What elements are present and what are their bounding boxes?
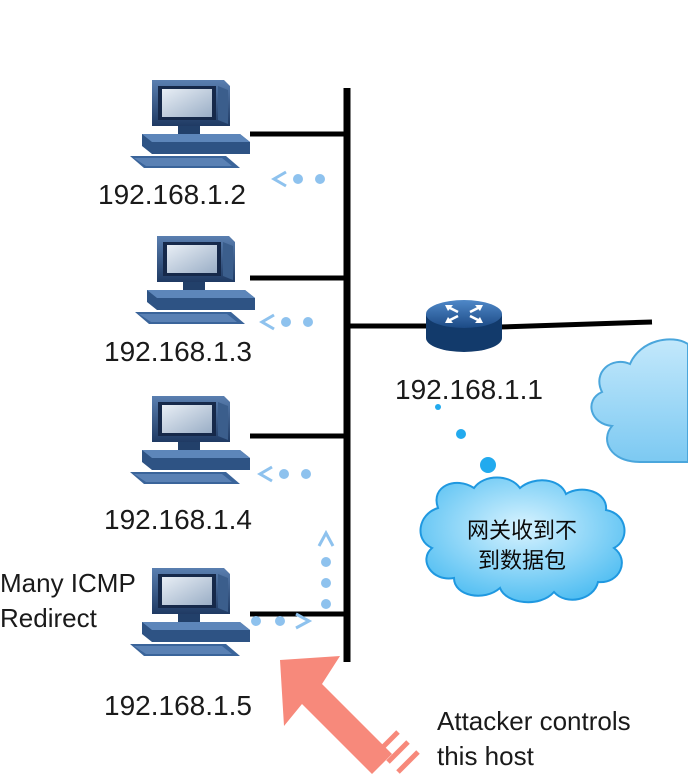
internet-link	[499, 319, 653, 330]
redirect-arrow-host-1	[272, 170, 327, 188]
router-icon	[426, 300, 502, 352]
computer-icon	[130, 396, 250, 484]
redirect-arrow-right	[251, 612, 313, 630]
attacker-arrow	[280, 656, 420, 774]
redirect-arrow-host-2	[260, 313, 315, 331]
computer-icon	[130, 568, 250, 656]
computer-icon	[130, 80, 250, 168]
thought-dots	[435, 404, 496, 473]
attacker-annotation-line-1: Attacker controls	[437, 706, 631, 736]
attacker-annotation-line-2: this host	[437, 741, 534, 771]
host-label: 192.168.1.4	[104, 504, 252, 535]
gateway-label: 192.168.1.1	[395, 374, 543, 405]
computer-icon	[135, 236, 255, 324]
icmp-annotation-line-1: Many ICMP	[0, 568, 136, 598]
bubble-line-2: 到数据包	[477, 547, 566, 573]
host-label: 192.168.1.2	[98, 179, 246, 210]
redirect-arrow-up	[317, 529, 335, 609]
host-label: 192.168.1.5	[104, 690, 252, 721]
redirect-arrow-host-3	[258, 465, 313, 483]
internet-cloud-icon	[590, 338, 688, 463]
icmp-annotation-line-2: Redirect	[0, 603, 97, 633]
host-label: 192.168.1.3	[104, 336, 252, 367]
bubble-line-1: 网关收到不	[466, 518, 577, 543]
bubble-text: 网关收到不 到数据包	[452, 516, 592, 575]
thought-bubble	[419, 476, 626, 604]
